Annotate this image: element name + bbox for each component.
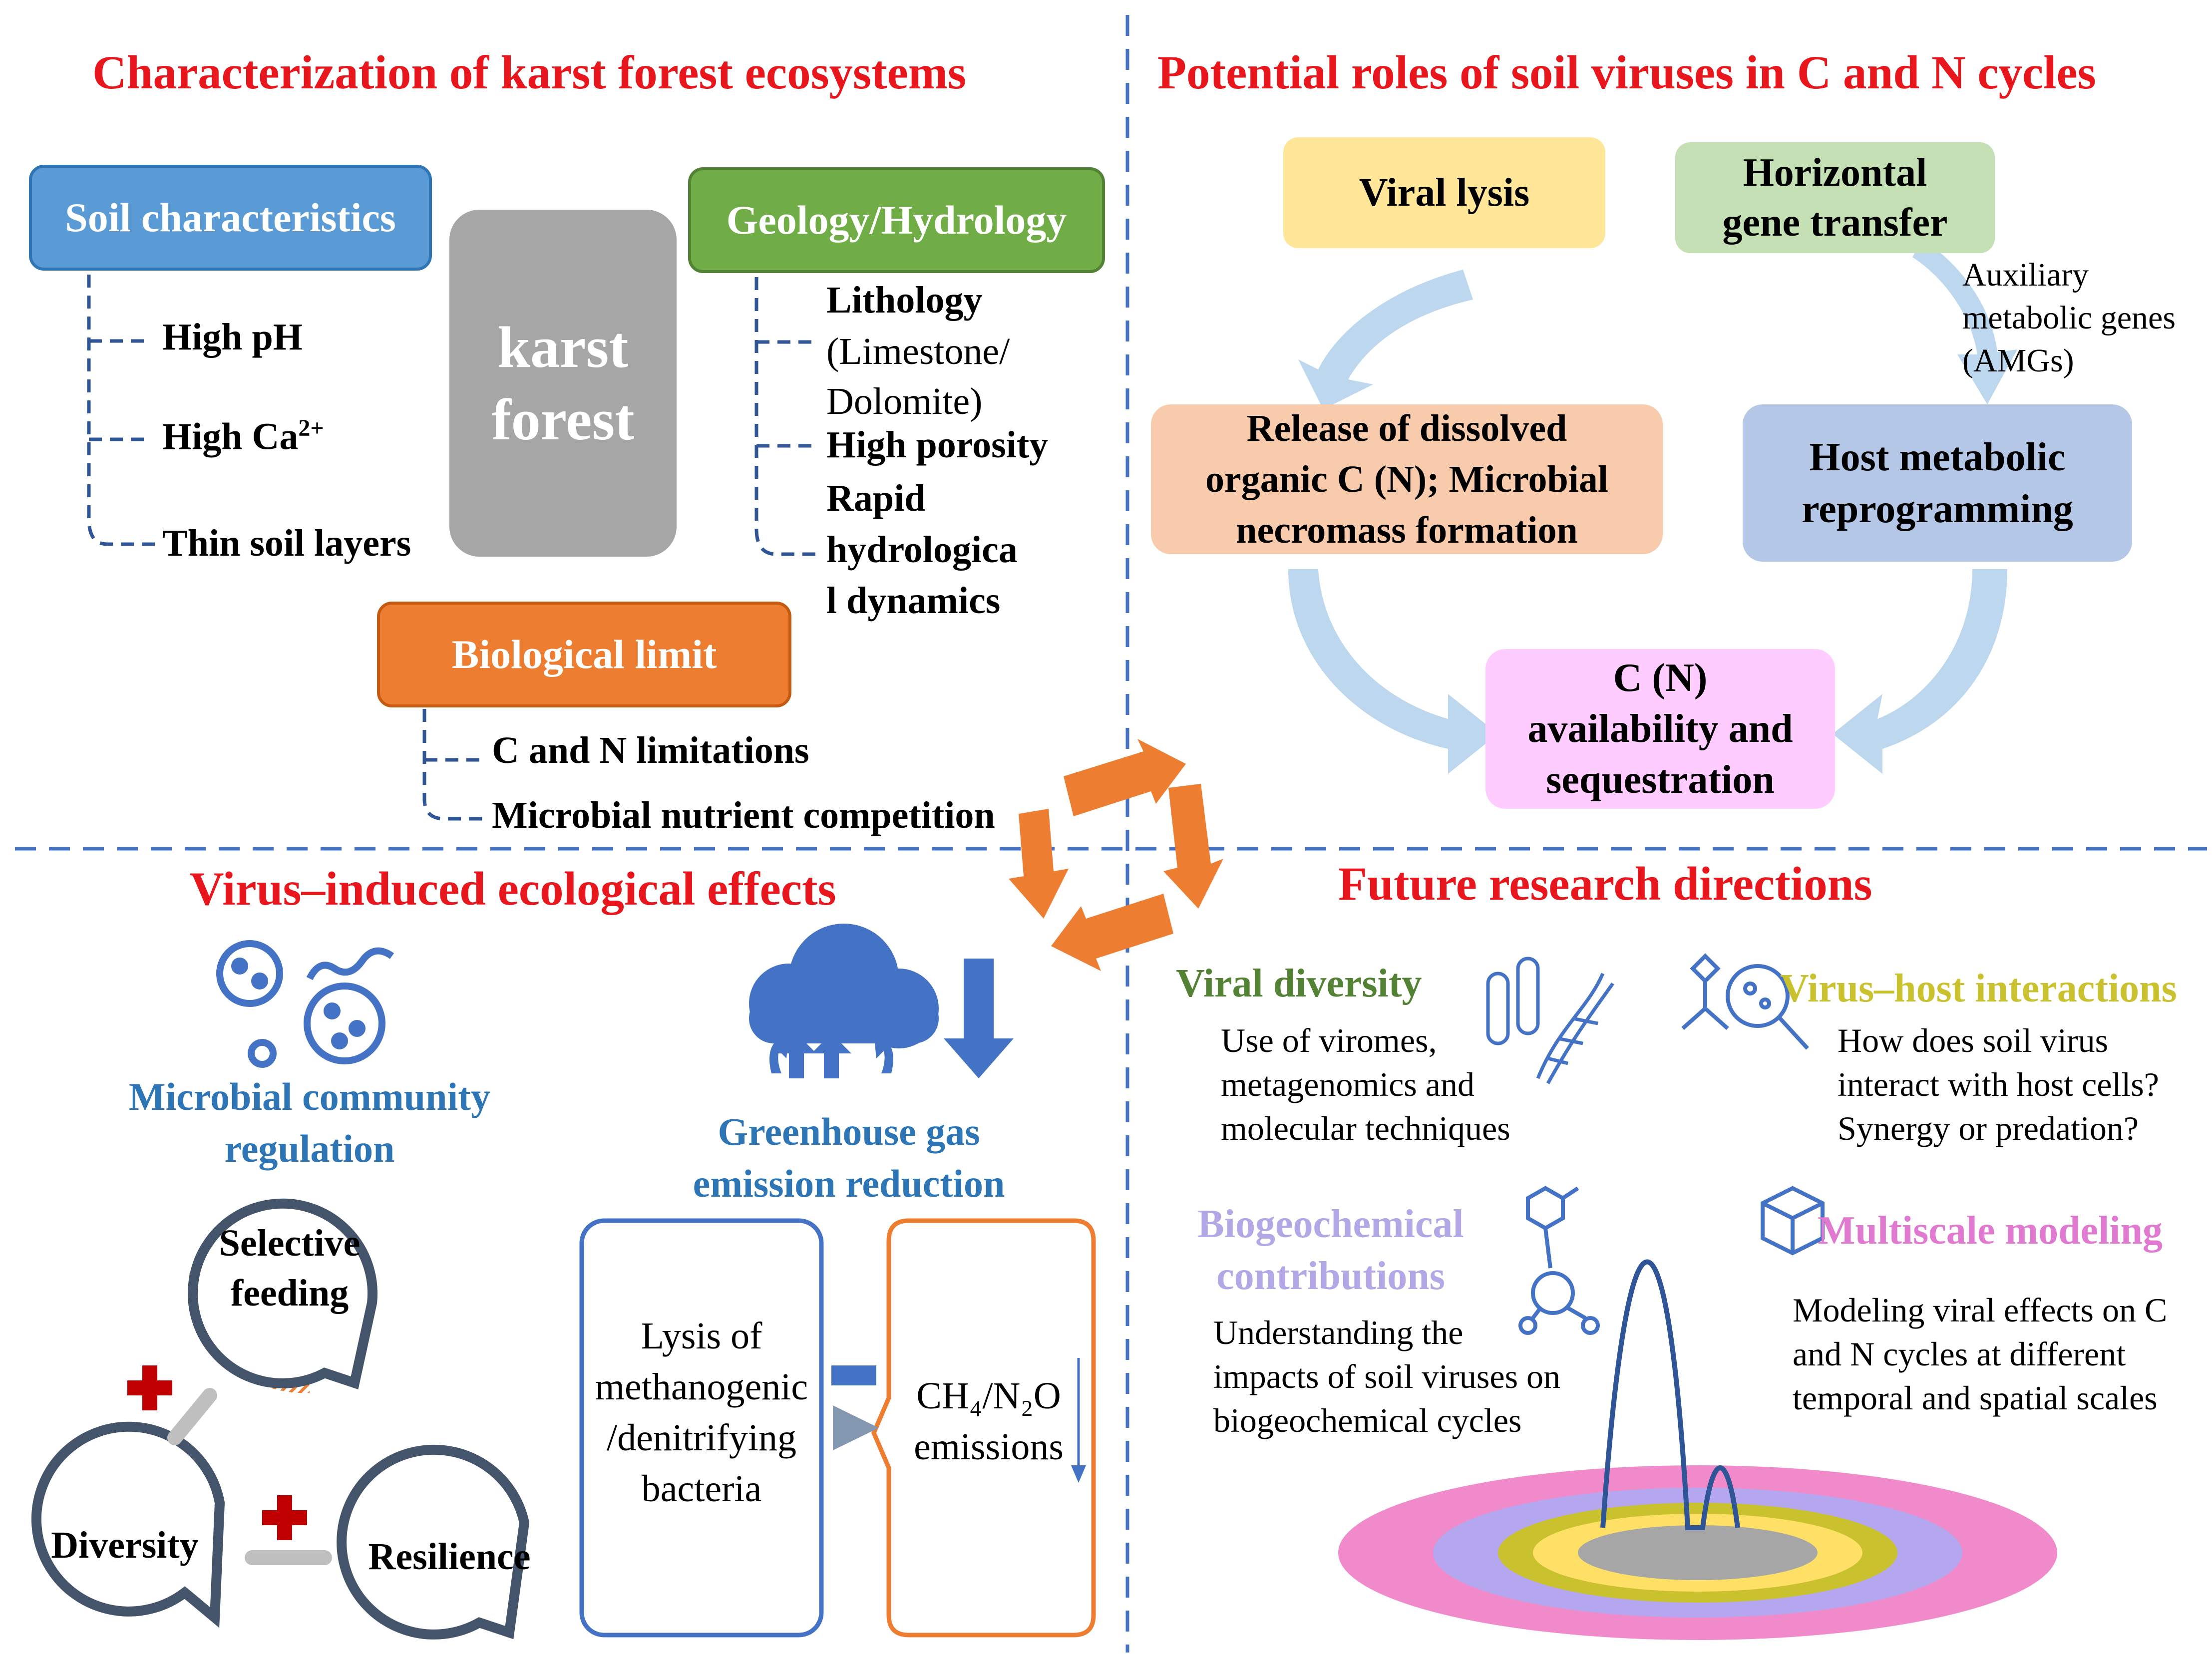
soil-item-high-ph: High pH <box>162 316 303 358</box>
amg-text: Auxiliary metabolic genes (AMGs) <box>1962 257 2176 379</box>
biological-limit-box: Biological limit <box>377 602 791 707</box>
virus-host-text: How does soil virus interact with host c… <box>1838 1021 2159 1147</box>
virus-host-title: Virus–host interactions <box>1780 967 2177 1010</box>
molecule-icon <box>1518 1186 1600 1335</box>
dna-icon <box>1486 957 1614 1084</box>
cube-icon <box>1761 1186 1825 1256</box>
biogeo-title: Biogeochemical contributions <box>1197 1202 1464 1298</box>
down-arrow-icon <box>944 959 1014 1078</box>
bio-tree-lines <box>422 709 487 821</box>
release-box: Release of dissolved organic C (N); Micr… <box>1151 404 1663 554</box>
geology-item-limestone: (Limestone/ <box>826 331 1010 372</box>
viral-diversity-text: Use of viromes, metagenomics and molecul… <box>1221 1021 1510 1147</box>
bio-item-competition: Microbial nutrient competition <box>492 794 995 836</box>
geology-item-porosity: High porosity <box>826 424 1049 466</box>
biogeo-text: Understanding the impacts of soil viruse… <box>1213 1314 1561 1439</box>
microbial-regulation-label: Microbial community regulation <box>128 1075 491 1170</box>
soil-item-thin-layers: Thin soil layers <box>162 522 411 564</box>
diversity-label: Diversity <box>51 1524 199 1566</box>
soil-characteristics-label: Soil characteristics <box>65 195 396 240</box>
karst-label: karst <box>497 314 629 380</box>
connector-bars <box>167 1388 332 1565</box>
multiscale-rings <box>1338 1259 2057 1640</box>
biological-limit-label: Biological limit <box>451 632 717 677</box>
geology-tree-lines <box>754 277 821 556</box>
viral-diversity-title: Viral diversity <box>1176 962 1422 1005</box>
bio-item-cn-limits: C and N limitations <box>492 729 809 771</box>
speech-circles <box>31 1198 530 1640</box>
viral-lysis-box: Viral lysis <box>1283 137 1605 248</box>
lysis-box <box>579 1218 824 1638</box>
host-reprogramming-box: Host metabolic reprogramming <box>1743 404 2132 562</box>
selective-feeding-label: Selective feeding <box>219 1222 361 1314</box>
title-karst: Characterization of karst forest ecosyst… <box>92 46 966 99</box>
soil-tree-lines <box>87 275 155 546</box>
resilience-label: Resilience <box>368 1536 531 1578</box>
karst-forest-box: karst forest <box>449 210 677 557</box>
cycle-arrows <box>1288 240 2017 774</box>
viral-lysis-label: Viral lysis <box>1359 170 1530 215</box>
emissions-box <box>871 1218 1096 1638</box>
lysis-text: Lysis of methanogenic /denitrifying bact… <box>595 1315 808 1510</box>
title-virus-effects: Virus–induced ecological effects <box>190 862 836 915</box>
title-future: Future research directions <box>1338 857 1872 910</box>
title-viral-roles: Potential roles of soil viruses in C and… <box>1157 46 2096 99</box>
gray-triangle-icon <box>833 1405 879 1450</box>
geology-hydrology-box: Geology/Hydrology <box>688 167 1105 273</box>
microbe-icons <box>216 940 394 1068</box>
cn-availability-box: C (N) availability and sequestration <box>1485 649 1835 809</box>
plus-icons <box>127 1365 307 1540</box>
cloud-up-arrows <box>764 1033 899 1078</box>
geology-item-dolomite: Dolomite) <box>826 380 983 422</box>
hgt-line1: Horizontal <box>1743 151 1927 195</box>
geology-item-hydrologica: hydrologica <box>826 529 1018 571</box>
forest-label: forest <box>491 386 635 452</box>
geology-item-dynamics: l dynamics <box>826 580 1001 622</box>
hgt-box: Horizontal gene transfer <box>1675 142 1995 253</box>
multiscale-text: Modeling viral effects on C and N cycles… <box>1793 1291 2168 1417</box>
multiscale-title: Multiscale modeling <box>1818 1209 2163 1253</box>
blue-bar-icon <box>831 1365 876 1385</box>
virus-host-icon <box>1681 953 1809 1050</box>
center-arrows <box>1009 739 1223 971</box>
soil-item-high-ca: High Ca2+ <box>162 415 324 458</box>
greenhouse-label: Greenhouse gas emission reduction <box>693 1110 1005 1205</box>
hgt-line2: gene transfer <box>1722 201 1948 245</box>
cloud-icon <box>749 924 939 1048</box>
geology-item-lithology: Lithology <box>826 279 983 321</box>
geology-hydrology-label: Geology/Hydrology <box>726 197 1067 243</box>
geology-item-rapid: Rapid <box>826 477 926 519</box>
emissions-text: CH₄/N₂O emissions <box>914 1375 1064 1468</box>
soil-characteristics-box: Soil characteristics <box>29 165 432 271</box>
